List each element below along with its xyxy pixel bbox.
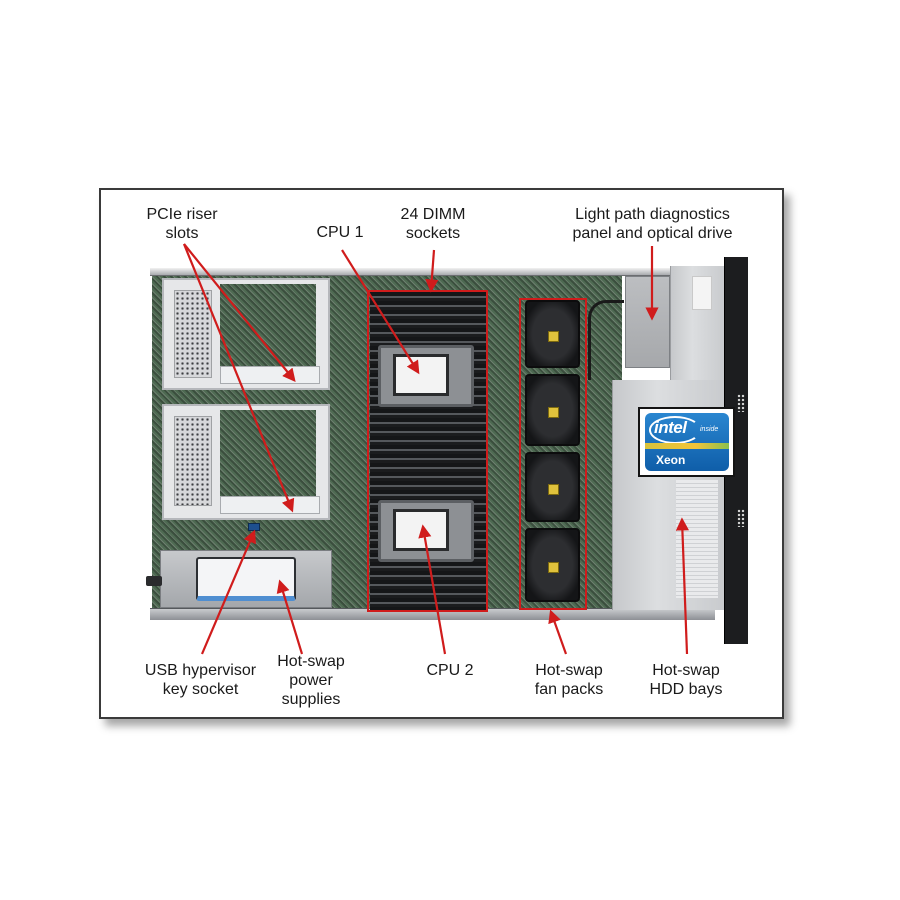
drive-label-top <box>692 276 712 310</box>
label-line: sockets <box>405 225 461 242</box>
label-usb-hypervisor-key-socket: USB hypervisor key socket <box>133 661 268 699</box>
chassis-rear-rail <box>150 268 715 276</box>
pcie-riser-cage-1 <box>162 278 330 390</box>
intel-xeon-badge: intel inside Xeon <box>638 407 735 477</box>
fan-pack-2 <box>525 374 580 446</box>
intel-logo: intel inside Xeon <box>645 413 729 471</box>
fan-pack-1 <box>525 300 580 368</box>
bezel-vent-lower <box>737 509 745 527</box>
label-line: panel and optical drive <box>572 225 733 242</box>
riser-card-2 <box>220 410 316 496</box>
label-line: slots <box>165 225 199 242</box>
label-line: HDD bays <box>649 681 723 698</box>
label-line: CPU 1 <box>316 224 364 241</box>
dimm-sockets-area <box>370 292 488 610</box>
hdd-regulatory-label <box>676 480 718 598</box>
label-line: Hot-swap <box>652 662 720 679</box>
label-line: USB hypervisor <box>144 662 257 679</box>
label-line: Hot-swap <box>277 653 345 670</box>
cpu-2-socket <box>378 500 474 562</box>
label-cpu-1: CPU 1 <box>300 223 380 242</box>
fan-release-tab-icon <box>547 483 559 495</box>
intel-product-text: Xeon <box>656 453 686 467</box>
label-line: key socket <box>162 681 239 698</box>
riser-latch-1 <box>220 366 320 384</box>
label-line: 24 DIMM <box>400 206 466 223</box>
label-light-path-diagnostics: Light path diagnostics panel and optical… <box>555 205 750 243</box>
intel-brand-text: intel <box>654 418 687 437</box>
fan-release-tab-icon <box>547 561 559 573</box>
riser-card-1 <box>220 284 316 366</box>
label-line: power <box>289 672 333 689</box>
fan-pack-4 <box>525 528 580 602</box>
fan-release-tab-icon <box>547 406 559 418</box>
bezel-vent-upper <box>737 394 745 412</box>
label-dimm-sockets: 24 DIMM sockets <box>383 205 483 243</box>
cpu-1-socket <box>378 345 474 407</box>
label-line: supplies <box>281 691 341 708</box>
pcie-riser-cage-2 <box>162 404 330 520</box>
label-cpu-2: CPU 2 <box>410 661 490 680</box>
label-pcie-riser-slots: PCIe riser slots <box>122 205 242 243</box>
label-hot-swap-power-supplies: Hot-swap power supplies <box>266 652 356 709</box>
psu-handle <box>146 576 162 586</box>
power-supply-unit <box>160 550 332 608</box>
riser-grille-1 <box>174 290 212 378</box>
intel-stripe <box>645 443 729 449</box>
fan-release-tab-icon <box>547 330 559 342</box>
cpu-2-heatsink-label <box>393 509 449 551</box>
label-line: CPU 2 <box>426 662 474 679</box>
optical-drive-bay <box>625 276 670 368</box>
cable-bundle <box>588 300 624 380</box>
riser-grille-2 <box>174 416 212 506</box>
label-line: Light path diagnostics <box>575 206 730 223</box>
intel-tagline-text: inside <box>700 426 719 433</box>
psu-label <box>196 557 296 601</box>
label-hot-swap-hdd-bays: Hot-swap HDD bays <box>640 661 732 699</box>
label-line: Hot-swap <box>535 662 603 679</box>
riser-latch-2 <box>220 496 320 514</box>
label-hot-swap-fan-packs: Hot-swap fan packs <box>524 661 614 699</box>
cpu-1-heatsink-label <box>393 354 449 396</box>
label-line: fan packs <box>534 681 604 698</box>
label-line: PCIe riser <box>146 206 218 223</box>
fan-pack-3 <box>525 452 580 522</box>
usb-hypervisor-socket <box>248 523 260 531</box>
